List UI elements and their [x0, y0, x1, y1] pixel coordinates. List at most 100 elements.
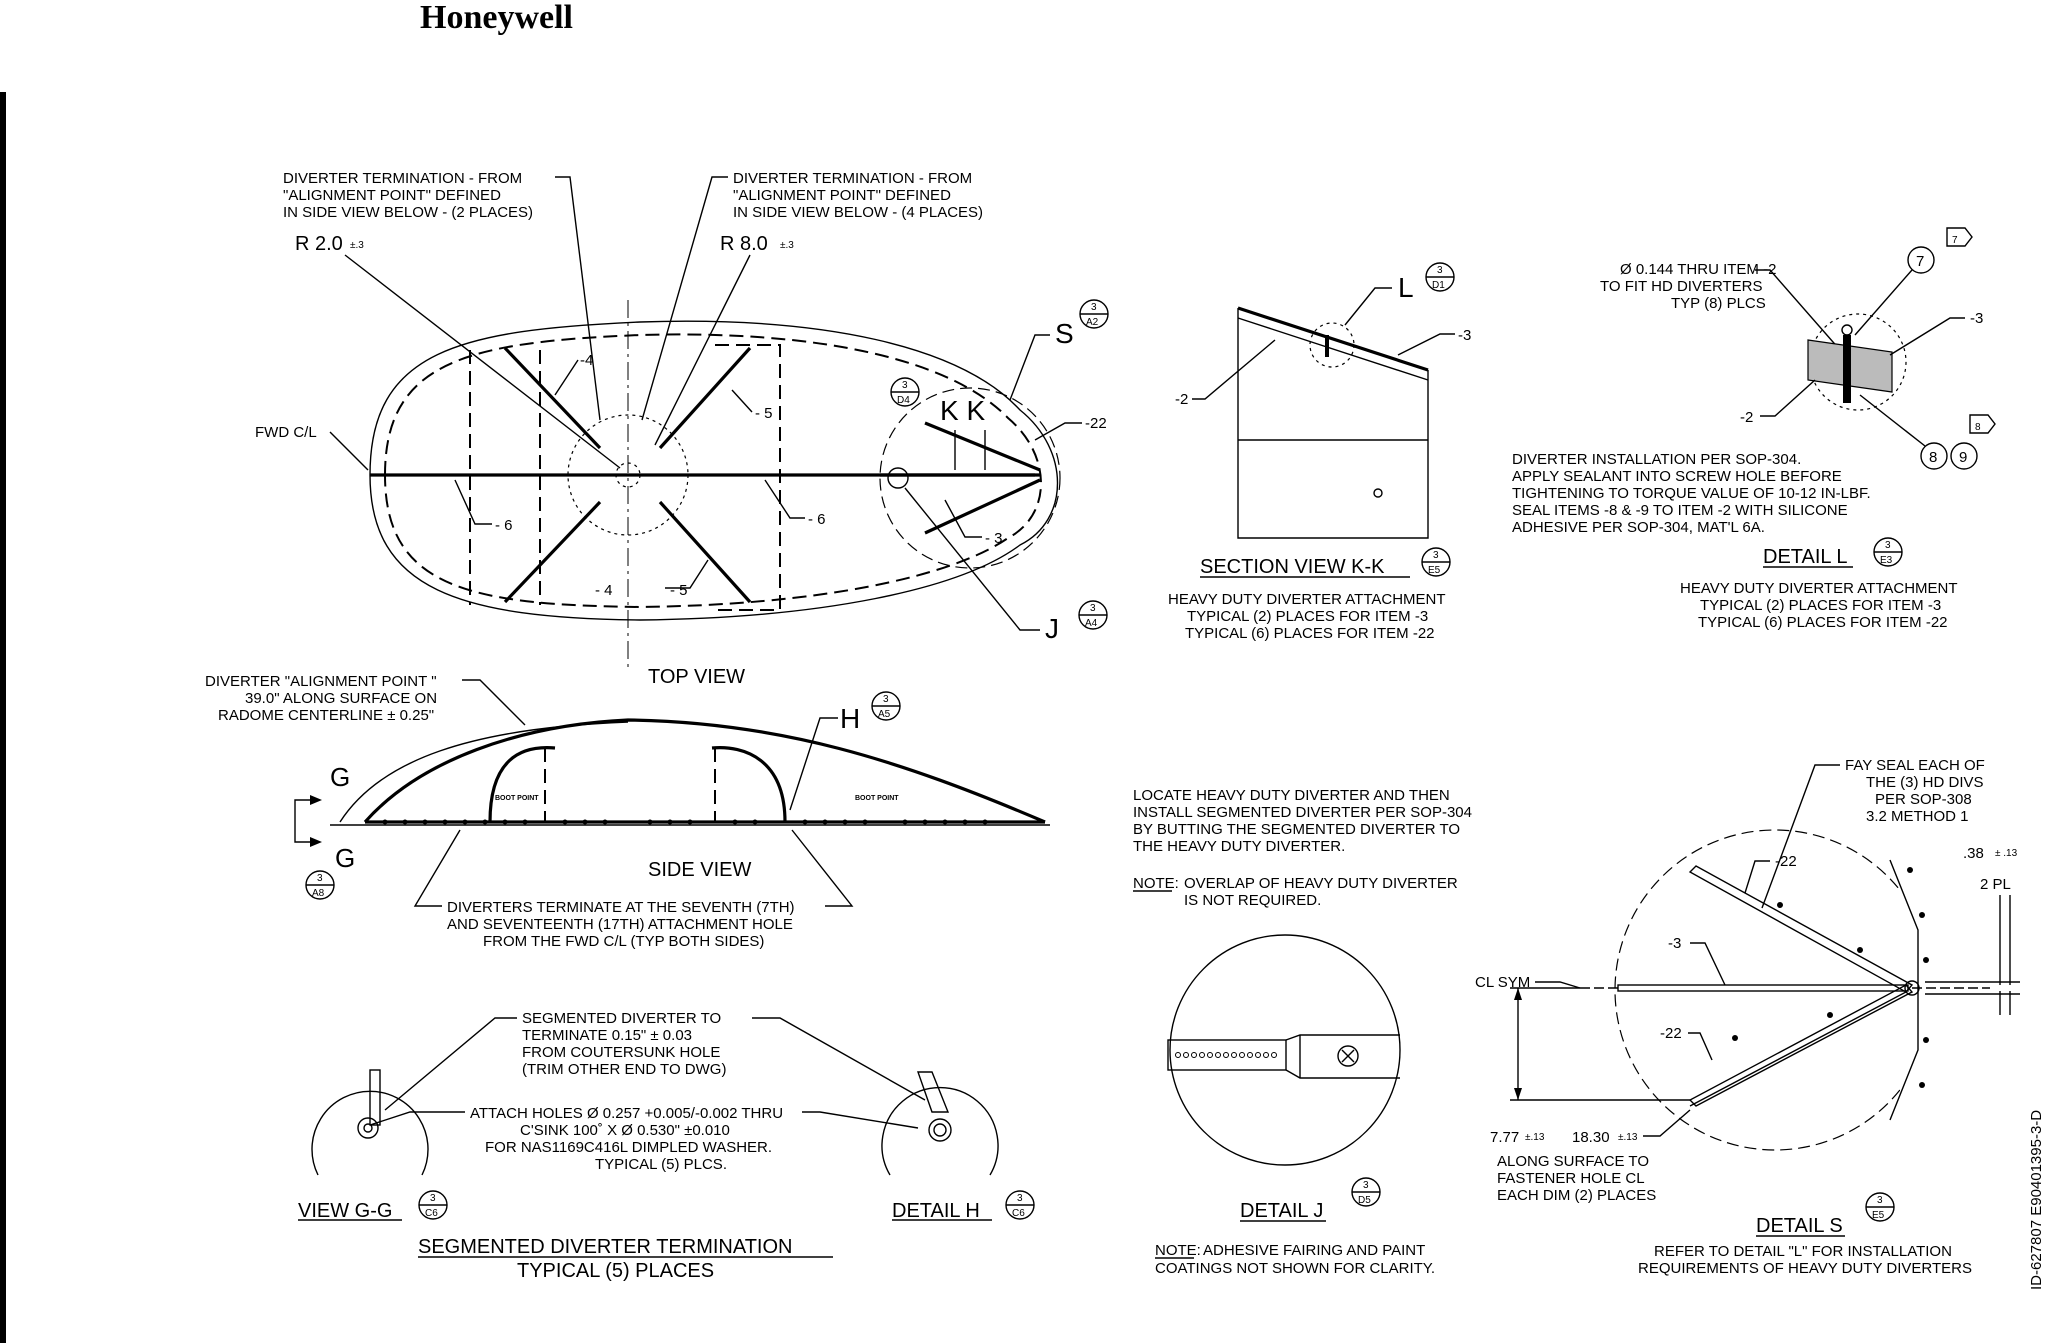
svg-text:C6: C6: [425, 1208, 438, 1219]
svg-text:3: 3: [1363, 1180, 1369, 1191]
svg-text:3: 3: [317, 873, 323, 884]
svg-text:-4: -4: [580, 352, 593, 369]
radius-left-tol: ±.3: [350, 240, 364, 251]
svg-text:-22: -22: [1775, 853, 1797, 870]
svg-text:(TRIM OTHER END TO DWG): (TRIM OTHER END TO DWG): [522, 1061, 726, 1078]
top-view: DIVERTER TERMINATION - FROM "ALIGNMENT P…: [255, 170, 1109, 688]
svg-text:COATINGS NOT SHOWN FOR CLARITY: COATINGS NOT SHOWN FOR CLARITY.: [1155, 1260, 1435, 1277]
radius-right-label: R 8.0: [720, 233, 768, 255]
svg-text:IN SIDE VIEW BELOW - (2 PLACES: IN SIDE VIEW BELOW - (2 PLACES): [283, 204, 533, 221]
svg-text:E5: E5: [1428, 565, 1441, 576]
svg-text:"ALIGNMENT POINT" DEFINED: "ALIGNMENT POINT" DEFINED: [733, 187, 951, 204]
svg-text:-3: -3: [1668, 935, 1681, 952]
ref-bubble-j: 3 A4: [1078, 600, 1108, 630]
side-view: DIVERTER "ALIGNMENT POINT " 39.0" ALONG …: [205, 673, 1050, 950]
svg-text:SEGMENTED DIVERTER TO: SEGMENTED DIVERTER TO: [522, 1010, 721, 1027]
honeywell-logo: Honeywell: [420, 0, 573, 36]
svg-text:7: 7: [1916, 253, 1924, 270]
svg-text:SEAL ITEMS -8 & -9 TO ITEM -2: SEAL ITEMS -8 & -9 TO ITEM -2 WITH SILIC…: [1512, 502, 1848, 519]
svg-text:- 3: - 3: [985, 530, 1003, 547]
svg-text:REFER TO DETAIL "L" FOR INSTAL: REFER TO DETAIL "L" FOR INSTALLATION: [1654, 1243, 1952, 1260]
svg-text:9: 9: [1959, 449, 1967, 466]
svg-text:39.0" ALONG SURFACE ON: 39.0" ALONG SURFACE ON: [245, 690, 437, 707]
ref-bubble-h: 3 A5: [871, 691, 901, 721]
svg-text:RADOME CENTERLINE ± 0.25": RADOME CENTERLINE ± 0.25": [218, 707, 434, 724]
svg-text:INSTALL SEGMENTED DIVERTER PER: INSTALL SEGMENTED DIVERTER PER SOP-304: [1133, 804, 1472, 821]
svg-text:18.30: 18.30: [1572, 1129, 1610, 1146]
svg-text:3: 3: [1437, 265, 1443, 276]
svg-text:C6: C6: [1012, 1208, 1025, 1219]
radius-right-tol: ±.3: [780, 240, 794, 251]
svg-text:±.13: ±.13: [1618, 1132, 1638, 1143]
svg-text:8: 8: [1975, 422, 1981, 433]
ref-bubble-kk: 3 E5: [1421, 547, 1451, 577]
ref-bubble-gg: 3 C6: [418, 1190, 448, 1220]
radius-left-label: R 2.0: [295, 233, 343, 255]
detail-l-title: DETAIL L: [1763, 546, 1847, 568]
svg-text:THE (3) HD DIVS: THE (3) HD DIVS: [1866, 774, 1984, 791]
view-gg-title: VIEW G-G: [298, 1200, 392, 1222]
svg-text:- 5: - 5: [670, 582, 688, 599]
svg-text:HEAVY DUTY DIVERTER ATTACHMENT: HEAVY DUTY DIVERTER ATTACHMENT: [1168, 591, 1446, 608]
svg-text:- 6: - 6: [495, 517, 513, 534]
ref-bubble-g: 3 A8: [305, 870, 335, 900]
svg-text:PER SOP-308: PER SOP-308: [1875, 791, 1972, 808]
fwd-cl-label: FWD C/L: [255, 424, 317, 441]
svg-text:ADHESIVE FAIRING AND PAINT: ADHESIVE FAIRING AND PAINT: [1203, 1242, 1425, 1259]
svg-text:-3: -3: [1458, 327, 1471, 344]
svg-text:DIVERTER INSTALLATION PER SOP-: DIVERTER INSTALLATION PER SOP-304.: [1512, 451, 1801, 468]
detail-j-letter: J: [1045, 613, 1059, 644]
svg-text:A2: A2: [1086, 317, 1099, 328]
section-kk-title: SECTION VIEW K-K: [1200, 556, 1385, 578]
svg-text:LOCATE HEAVY DUTY DIVERTER AND: LOCATE HEAVY DUTY DIVERTER AND THEN: [1133, 787, 1450, 804]
svg-text:CL SYM: CL SYM: [1475, 974, 1530, 991]
svg-text:IN SIDE VIEW BELOW - (4 PLACES: IN SIDE VIEW BELOW - (4 PLACES): [733, 204, 983, 221]
section-kk: L 3 D1 -3 -2 SECTION VIEW K-K 3 E5 HEAVY…: [1168, 262, 1471, 642]
svg-text:3: 3: [1090, 603, 1096, 614]
detail-s: FAY SEAL EACH OF THE (3) HD DIVS PER SOP…: [1475, 757, 2020, 1277]
svg-text:-3: -3: [1970, 310, 1983, 327]
svg-text:C'SINK 100˚ X Ø 0.530" ±0.010: C'SINK 100˚ X Ø 0.530" ±0.010: [520, 1122, 730, 1139]
svg-text:3: 3: [883, 694, 889, 705]
svg-text:DIVERTERS TERMINATE AT THE SEV: DIVERTERS TERMINATE AT THE SEVENTH (7TH): [447, 899, 795, 916]
svg-text:EACH DIM (2) PLACES: EACH DIM (2) PLACES: [1497, 1187, 1656, 1204]
svg-text:3: 3: [1017, 1193, 1023, 1204]
svg-text:DIVERTER TERMINATION - FROM: DIVERTER TERMINATION - FROM: [283, 170, 522, 187]
svg-text:-2: -2: [1740, 409, 1753, 426]
left-margin-bar: [0, 92, 6, 1343]
svg-text:- 6: - 6: [808, 511, 826, 528]
termination-title: SEGMENTED DIVERTER TERMINATION: [418, 1236, 792, 1258]
svg-text:DIVERTER "ALIGNMENT POINT ": DIVERTER "ALIGNMENT POINT ": [205, 673, 437, 690]
detail-j-title: DETAIL J: [1240, 1200, 1323, 1222]
svg-text:7.77: 7.77: [1490, 1129, 1519, 1146]
detail-l: Ø 0.144 THRU ITEM -2 TO FIT HD DIVERTERS…: [1512, 227, 1996, 631]
svg-text:FROM THE FWD C/L (TYP BOTH SID: FROM THE FWD C/L (TYP BOTH SIDES): [483, 933, 764, 950]
svg-text:A8: A8: [312, 888, 325, 899]
figure-id: ID-627807 E90401395-3-D: [2028, 1110, 2045, 1290]
view-g-letter-bottom: G: [335, 843, 355, 873]
detail-s-letter: S: [1055, 318, 1074, 349]
svg-text:3: 3: [1877, 1195, 1883, 1206]
svg-text:HEAVY DUTY DIVERTER ATTACHMENT: HEAVY DUTY DIVERTER ATTACHMENT: [1680, 580, 1958, 597]
svg-text:AND SEVENTEENTH (17TH) ATTACHM: AND SEVENTEENTH (17TH) ATTACHMENT HOLE: [447, 916, 793, 933]
svg-text:E5: E5: [1872, 1210, 1885, 1221]
svg-text:3: 3: [902, 380, 908, 391]
svg-text:TYPICAL (6) PLACES FOR ITEM -2: TYPICAL (6) PLACES FOR ITEM -22: [1698, 614, 1948, 631]
svg-text:TYPICAL (5) PLCS.: TYPICAL (5) PLCS.: [595, 1156, 727, 1173]
svg-text:D4: D4: [897, 395, 910, 406]
svg-text:IS NOT REQUIRED.: IS NOT REQUIRED.: [1184, 892, 1321, 909]
svg-text:DIVERTER TERMINATION - FROM: DIVERTER TERMINATION - FROM: [733, 170, 972, 187]
svg-text:E3: E3: [1880, 555, 1893, 566]
ref-bubble-ds: 3 E5: [1865, 1192, 1895, 1222]
svg-text:REQUIREMENTS OF HEAVY DUTY DIV: REQUIREMENTS OF HEAVY DUTY DIVERTERS: [1638, 1260, 1972, 1277]
svg-text:D5: D5: [1358, 1195, 1371, 1206]
svg-text:THE HEAVY DUTY DIVERTER.: THE HEAVY DUTY DIVERTER.: [1133, 838, 1345, 855]
detail-h-letter: H: [840, 703, 860, 734]
svg-text:FOR NAS1169C416L DIMPLED WASHE: FOR NAS1169C416L DIMPLED WASHER.: [485, 1139, 772, 1156]
top-view-title: TOP VIEW: [648, 666, 745, 688]
boot-point-left: BOOT POINT: [495, 795, 539, 802]
ref-bubble-dh: 3 C6: [1005, 1190, 1035, 1220]
svg-text:3.2 METHOD 1: 3.2 METHOD 1: [1866, 808, 1969, 825]
svg-text:TYPICAL (2) PLACES FOR ITEM -3: TYPICAL (2) PLACES FOR ITEM -3: [1700, 597, 1941, 614]
